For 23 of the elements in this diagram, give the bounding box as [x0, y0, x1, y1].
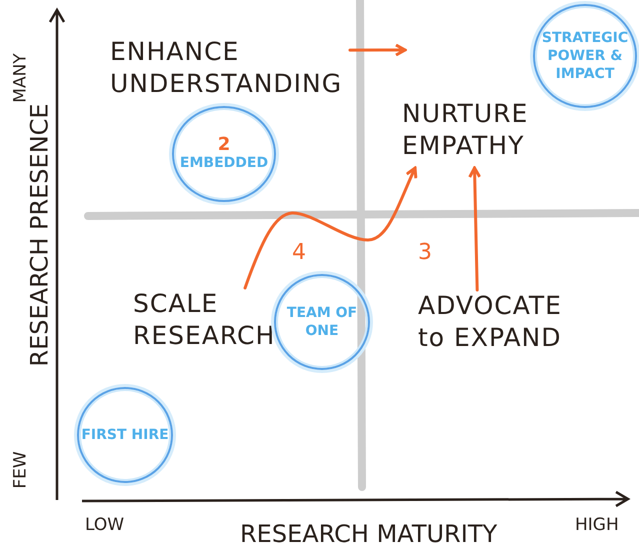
- goal-label: ADVOCATE to EXPAND: [418, 290, 578, 362]
- stage-name: FIRST HIRE: [81, 426, 169, 444]
- axis-title: RESEARCH PRESENCE: [25, 103, 54, 367]
- stage-number: 2: [218, 136, 230, 154]
- stage-name: TEAM OF ONE: [286, 304, 358, 340]
- arrow: [244, 166, 418, 290]
- arrow: [468, 166, 482, 292]
- goal-label: NURTURE EMPATHY: [402, 98, 547, 168]
- stage-name: EMBEDDED: [180, 154, 268, 172]
- axis-end-label: HIGH: [575, 515, 619, 535]
- stage-circle: [172, 106, 276, 202]
- arrow: [348, 44, 406, 57]
- stage-circle: [77, 387, 173, 483]
- stage-circle: [533, 4, 637, 108]
- axis-title: RESEARCH MATURITY: [240, 520, 498, 548]
- stage-number: 3: [418, 240, 432, 265]
- axis-end-label: MANY: [10, 53, 30, 103]
- goal-label: ENHANCE UNDERSTANDING: [110, 36, 350, 100]
- stage-number: 4: [292, 240, 306, 265]
- axis-end-label: LOW: [85, 515, 124, 535]
- axis-end-label: FEW: [10, 451, 30, 489]
- stage-circle: [274, 274, 370, 370]
- stage-name: STRATEGIC POWER & IMPACT: [540, 29, 630, 83]
